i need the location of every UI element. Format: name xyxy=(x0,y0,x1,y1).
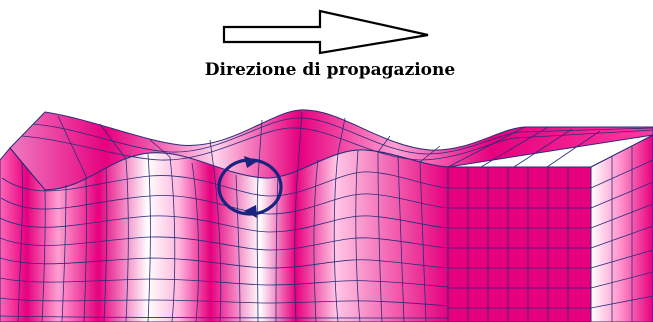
propagation-direction-label: Direzione di propagazione xyxy=(204,60,456,80)
right-arrow-outline-icon xyxy=(222,9,429,55)
circular-orbit-icon xyxy=(217,156,283,218)
top-mesh xyxy=(9,111,653,191)
front-mesh-horizontal xyxy=(0,171,449,319)
undisturbed-block-side xyxy=(590,134,653,322)
block-grid xyxy=(448,146,653,322)
undisturbed-block-front xyxy=(447,166,592,322)
